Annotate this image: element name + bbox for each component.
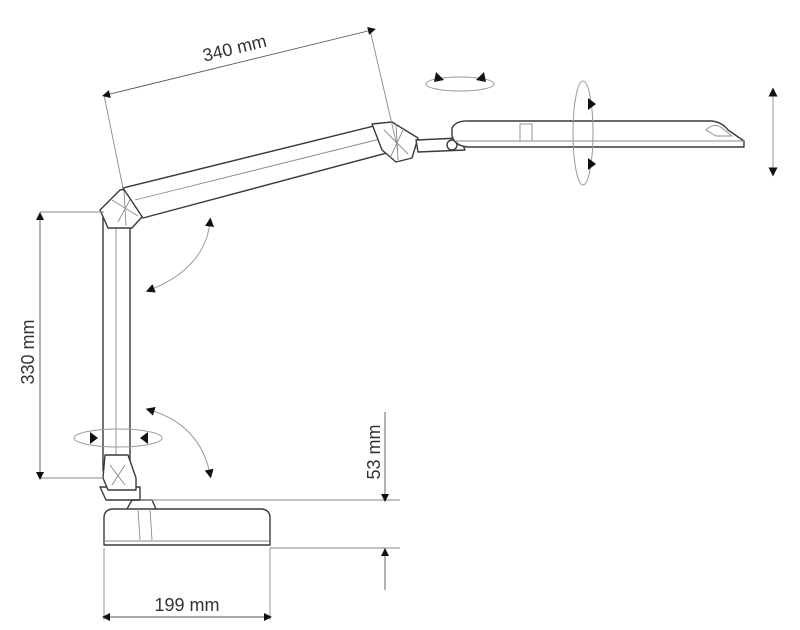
rotation-arrowhead-icon (140, 432, 148, 444)
elbow-tilt-arrow (145, 217, 214, 293)
lamp-head (451, 120, 745, 148)
column-rotation-ellipse (73, 428, 163, 448)
base-tilt-arrow (145, 406, 214, 479)
column-height-label: 330 mm (18, 319, 38, 384)
motion-indicators (73, 72, 778, 479)
base-width-label: 199 mm (154, 595, 219, 615)
rotation-arrowhead-icon (588, 98, 596, 110)
lamp-head-joint (371, 121, 466, 163)
lamp-column (102, 207, 137, 491)
dimension-column-height: 330 mm (18, 211, 104, 481)
rotation-arrowhead-icon (90, 432, 98, 444)
arm-length-label: 340 mm (201, 31, 269, 66)
rotation-arrowhead-icon (588, 158, 596, 170)
dimension-base-height: 53 mm (140, 412, 400, 590)
dimension-base-width: 199 mm (101, 548, 273, 622)
lamp-upper-arm (122, 124, 399, 219)
rotation-arrowhead-icon (434, 72, 444, 82)
lamp-base (99, 486, 271, 546)
head-rotation-ellipse (572, 80, 594, 186)
lamp-drawing (99, 120, 745, 546)
rotation-arrowhead-icon (476, 72, 486, 82)
base-height-label: 53 mm (364, 424, 384, 479)
head-swivel-ellipse (425, 76, 495, 92)
